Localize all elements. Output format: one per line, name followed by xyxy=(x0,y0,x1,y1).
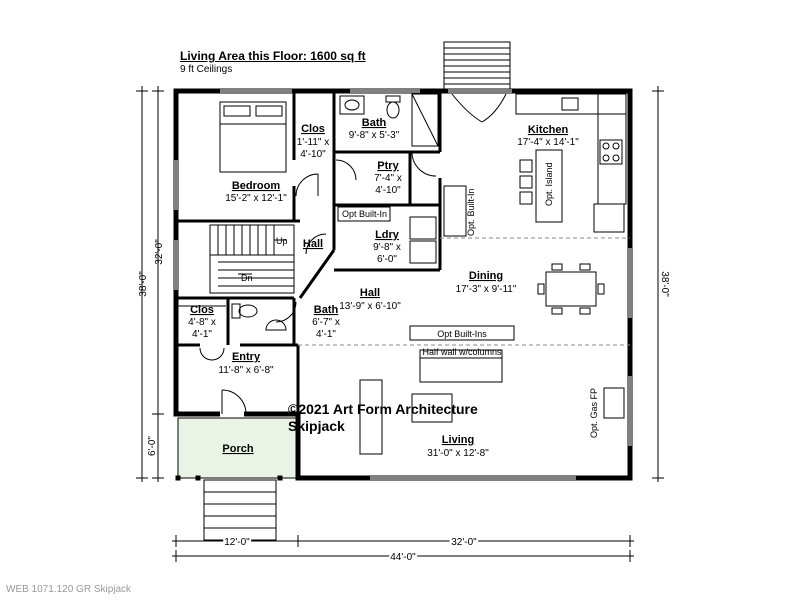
dashed-boundaries xyxy=(298,237,630,346)
bath-fixtures-lower xyxy=(178,303,287,331)
half-wall-note: Half wall w/columns xyxy=(422,347,502,357)
laundry-name: Ldry xyxy=(375,229,400,241)
doors xyxy=(199,93,507,415)
copyright-line-1: ©2021 Art Form Architecture xyxy=(288,401,478,417)
entry-dims: 11'-8" x 6'-8" xyxy=(218,365,274,376)
stair-down-label: Dn xyxy=(241,273,253,283)
entry-name: Entry xyxy=(232,351,261,363)
hall-lower-name: Hall xyxy=(360,287,380,299)
bath-low-dim2: 4'-1" xyxy=(316,329,336,340)
closet-low-dim2: 4'-1" xyxy=(192,329,212,340)
interior-walls xyxy=(176,91,442,414)
porch-name: Porch xyxy=(222,443,253,455)
dim-left-porch: 6'-0" xyxy=(147,436,158,456)
laundry-dim1: 9'-8" x xyxy=(373,242,401,253)
hall-lower-dims: 13'-9" x 6'-10" xyxy=(339,301,401,312)
closet-low-name: Clos xyxy=(190,304,214,316)
bath-top-name: Bath xyxy=(362,117,387,129)
closet-low-dim1: 4'-8" x xyxy=(188,317,216,328)
bath-low-name: Bath xyxy=(314,304,339,316)
porch-steps xyxy=(175,475,301,541)
built-ins xyxy=(337,185,515,341)
bath-top-dims: 9'-8" x 5'-3" xyxy=(349,130,400,141)
living-name: Living xyxy=(442,434,474,446)
dim-left-outer: 38'-0" xyxy=(138,271,149,297)
gas-fireplace-note: Opt. Gas FP xyxy=(589,388,599,438)
living-dims: 31'-0" x 12'-8" xyxy=(427,448,489,459)
dim-bottom-right: 32'-0" xyxy=(451,537,477,548)
stair-up-label: Up xyxy=(276,236,288,246)
kitchen-dims: 17'-4" x 14'-1" xyxy=(517,137,579,148)
bath-fixtures-upper xyxy=(339,93,439,147)
pantry-dim1: 7'-4" x xyxy=(374,173,402,184)
closet-top-name: Clos xyxy=(301,123,325,135)
opt-built-in-note: Opt Built-In xyxy=(342,209,387,219)
opt-built-ins-note: Opt Built-Ins xyxy=(437,329,487,339)
living-furniture xyxy=(359,349,625,455)
bath-low-dim1: 6'-7" x xyxy=(312,317,340,328)
bedroom-name: Bedroom xyxy=(232,180,281,192)
bedroom-dims: 15'-2" x 12'-1" xyxy=(225,193,287,204)
kitchen-name: Kitchen xyxy=(528,124,569,136)
opt-built-in-vertical-note: Opt. Built-In xyxy=(466,188,476,236)
copyright-notice: ©2021 Art Form Architecture Skipjack xyxy=(288,401,478,435)
window-glazing xyxy=(175,90,631,479)
opt-island-note: Opt. Island xyxy=(544,162,554,206)
dim-bottom-left: 12'-0" xyxy=(224,537,250,548)
closet-top-dim2: 4'-10" xyxy=(300,149,326,160)
dining-name: Dining xyxy=(469,270,503,282)
pantry-dim2: 4'-10" xyxy=(375,185,401,196)
laundry-dim2: 6'-0" xyxy=(377,254,397,265)
plan-title: Living Area this Floor: 1600 sq ft xyxy=(180,49,366,63)
dimension-lines xyxy=(136,86,664,562)
copyright-line-2: Skipjack xyxy=(288,418,345,434)
ceiling-note: 9 ft Ceilings xyxy=(180,64,233,75)
dining-dims: 17'-3" x 9'-11" xyxy=(456,284,517,295)
dim-left-inner: 32'-0" xyxy=(154,239,165,265)
bed xyxy=(219,101,287,173)
dim-right: 38'-0" xyxy=(659,271,670,297)
closet-top-dim1: 1'-11" x xyxy=(297,137,330,148)
dim-bottom-total: 44'-0" xyxy=(390,552,416,563)
plan-reference: WEB 1071.120 GR Skipjack xyxy=(6,584,132,595)
dining-table xyxy=(537,263,605,315)
pantry-name: Ptry xyxy=(377,160,399,172)
kitchen-counters xyxy=(515,93,627,233)
hall-upper-name: Hall xyxy=(303,238,323,250)
chimney xyxy=(443,41,511,93)
staircase xyxy=(209,224,295,294)
